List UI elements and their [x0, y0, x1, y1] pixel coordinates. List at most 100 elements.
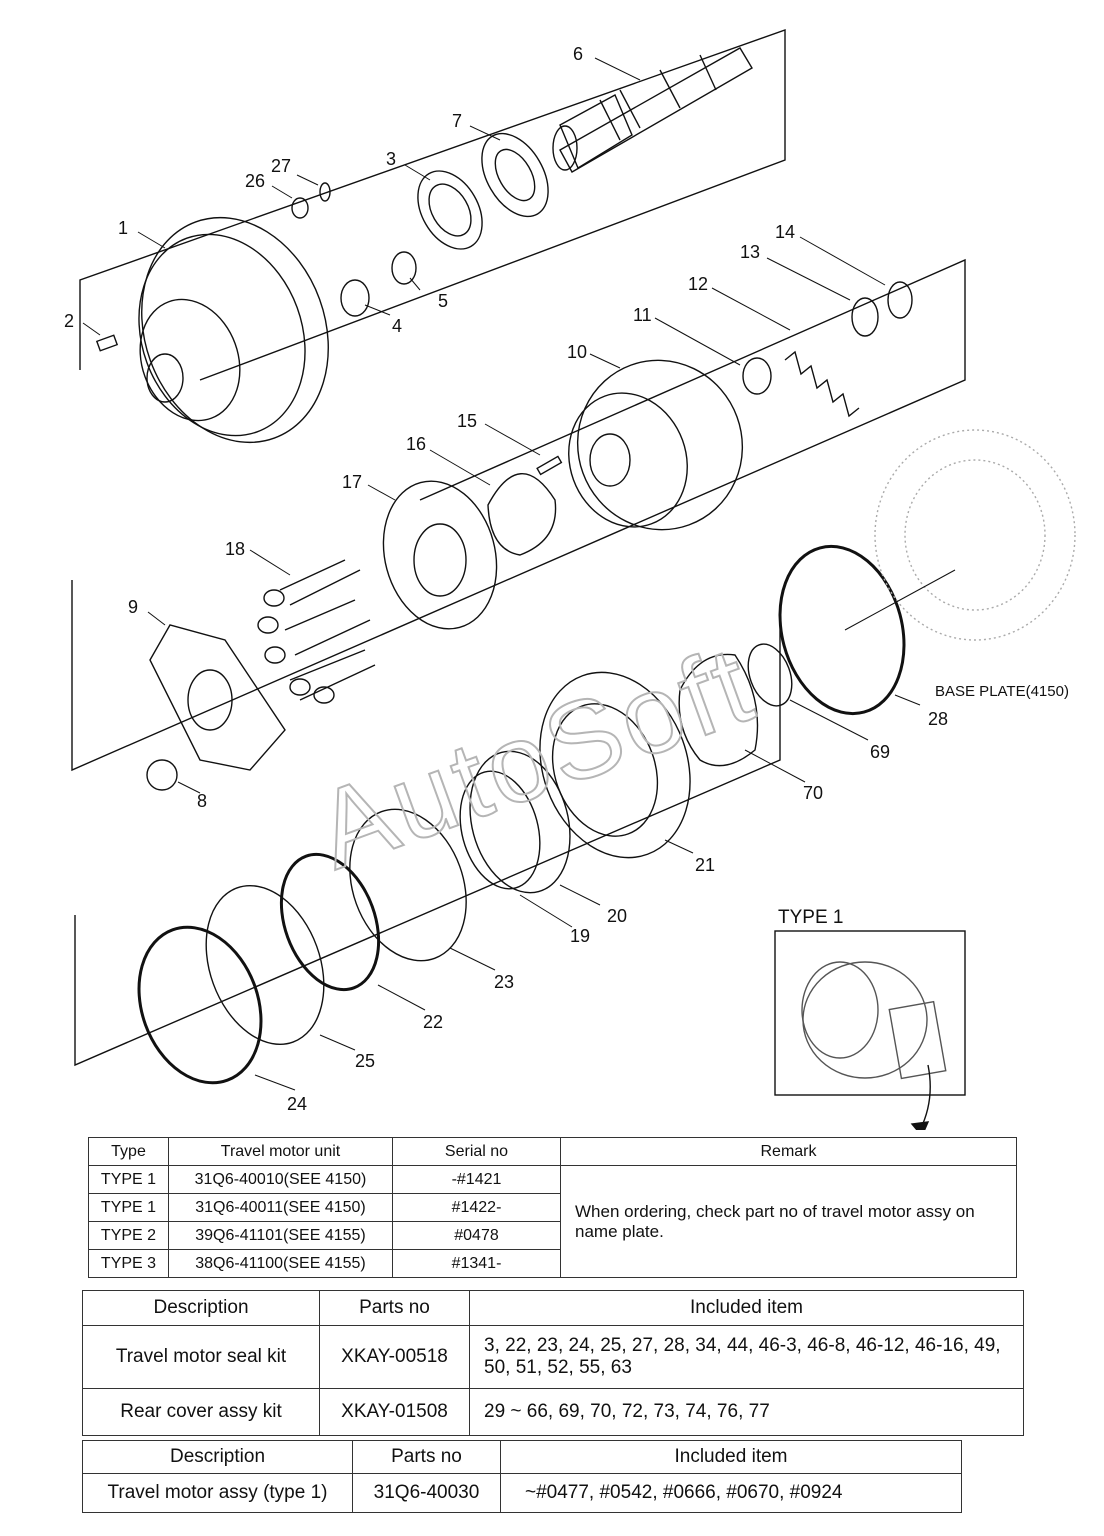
cell-parts-no: 31Q6-40030	[352, 1473, 501, 1513]
table-header-row: Type Travel motor unit Serial no Remark	[88, 1137, 1017, 1166]
part-9-swash-plate	[149, 624, 286, 771]
part-22-o-ring	[279, 852, 381, 992]
part-2-plug	[95, 334, 119, 352]
part-69-bearing	[747, 643, 793, 707]
callout-16: 16	[406, 434, 426, 454]
part-4-bushing	[340, 279, 370, 317]
part-14-snap-ring	[887, 281, 913, 319]
type-1-inset-box	[774, 930, 966, 1096]
callout-26: 26	[245, 171, 265, 191]
callout-14: 14	[775, 222, 795, 242]
header-included-item: Included item	[500, 1440, 962, 1474]
table-header-row: Description Parts no Included item	[82, 1290, 1024, 1326]
callout-2: 2	[64, 311, 74, 331]
header-travel-motor-unit: Travel motor unit	[168, 1137, 393, 1166]
callout-8: 8	[197, 791, 207, 811]
table-row: TYPE 1 31Q6-40011(SEE 4150) #1422-	[88, 1193, 1017, 1222]
callout-23: 23	[494, 972, 514, 992]
cell-description: Rear cover assy kit	[82, 1388, 320, 1436]
part-8-ball	[146, 759, 178, 791]
assy-table: Description Parts no Included item Trave…	[82, 1440, 962, 1513]
callout-20: 20	[607, 906, 627, 926]
cell-parts-no: XKAY-01508	[319, 1388, 470, 1436]
header-parts-no: Parts no	[352, 1440, 501, 1474]
header-included-item: Included item	[469, 1290, 1024, 1326]
callout-69: 69	[870, 742, 890, 762]
part-24-o-ring	[137, 925, 263, 1085]
table-row: Travel motor seal kit XKAY-00518 3, 22, …	[82, 1325, 1024, 1389]
callout-1: 1	[118, 218, 128, 238]
part-17-retainer-plate	[382, 480, 498, 630]
part-27-o-ring	[319, 182, 331, 202]
part-18-pistons	[257, 559, 376, 704]
callout-15: 15	[457, 411, 477, 431]
header-type: Type	[88, 1137, 169, 1166]
callout-27: 27	[271, 156, 291, 176]
cell-type: TYPE 2	[88, 1221, 169, 1250]
travel-motor-type-table: Type Travel motor unit Serial no Remark …	[88, 1137, 1017, 1278]
part-23-seal	[349, 808, 467, 962]
cell-included-item: 3, 22, 23, 24, 25, 27, 28, 34, 44, 46-3,…	[469, 1325, 1024, 1389]
callout-9: 9	[128, 597, 138, 617]
plate-outline-top	[79, 29, 786, 381]
callout-labels: 6 7 3 27 26 1 2 4 5 10 11 12 13 14 15 16…	[64, 44, 948, 1114]
callout-7: 7	[452, 111, 462, 131]
table-header-row: Description Parts no Included item	[82, 1440, 962, 1474]
cell-type: TYPE 3	[88, 1249, 169, 1278]
part-26-bushing	[291, 197, 309, 219]
header-description: Description	[82, 1440, 353, 1474]
cell-unit: 31Q6-40010(SEE 4150)	[168, 1165, 393, 1194]
callout-12: 12	[688, 274, 708, 294]
callout-17: 17	[342, 472, 362, 492]
part-25-seal	[205, 884, 325, 1046]
callout-13: 13	[740, 242, 760, 262]
header-parts-no: Parts no	[319, 1290, 470, 1326]
callout-11: 11	[633, 305, 652, 325]
callout-25: 25	[355, 1051, 375, 1071]
part-13-washer	[851, 297, 879, 337]
cell-unit: 38Q6-41100(SEE 4155)	[168, 1249, 393, 1278]
part-10-cylinder-block	[568, 359, 744, 531]
cell-serial: -#1421	[392, 1165, 561, 1194]
callout-24: 24	[287, 1094, 307, 1114]
cell-serial: #0478	[392, 1221, 561, 1250]
exploded-parts-diagram: AutoSoft 6 7 3 27 26 1 2 4 5 10 11 12 13…	[64, 29, 1076, 1130]
cell-remark: When ordering, check part no of travel m…	[560, 1165, 1017, 1278]
part-1-housing	[138, 216, 329, 444]
type-1-motor-photo	[801, 961, 947, 1080]
part-20-plate	[469, 750, 571, 894]
table-row: Travel motor assy (type 1) 31Q6-40030 ~#…	[82, 1473, 962, 1513]
watermark: AutoSoft	[301, 622, 770, 893]
part-19-snap-ring	[459, 770, 541, 890]
cell-included-item: ~#0477, #0542, #0666, #0670, #0924	[500, 1473, 962, 1513]
cell-description: Travel motor seal kit	[82, 1325, 320, 1389]
callout-70: 70	[803, 783, 823, 803]
table-row: TYPE 3 38Q6-41100(SEE 4155) #1341-	[88, 1249, 1017, 1278]
header-remark: Remark	[560, 1137, 1017, 1166]
cell-type: TYPE 1	[88, 1165, 169, 1194]
cell-included-item: 29 ~ 66, 69, 70, 72, 73, 74, 76, 77	[469, 1388, 1024, 1436]
part-11-washer	[742, 357, 772, 395]
plate-outline-middle	[71, 258, 966, 772]
callout-22: 22	[423, 1012, 443, 1032]
base-plate-label: BASE PLATE(4150)	[935, 683, 1069, 700]
part-15-pin	[536, 455, 563, 476]
cell-parts-no: XKAY-00518	[319, 1325, 470, 1389]
cell-type: TYPE 1	[88, 1193, 169, 1222]
callout-21: 21	[695, 855, 715, 875]
cell-description: Travel motor assy (type 1)	[82, 1473, 353, 1513]
callout-3: 3	[386, 149, 396, 169]
part-12-spring	[784, 350, 860, 418]
table-row: TYPE 2 39Q6-41101(SEE 4155) #0478	[88, 1221, 1017, 1250]
part-28-o-ring	[778, 544, 906, 716]
header-serial-no: Serial no	[392, 1137, 561, 1166]
cell-serial: #1341-	[392, 1249, 561, 1278]
header-description: Description	[82, 1290, 320, 1326]
callout-18: 18	[225, 539, 245, 559]
part-6-shaft	[552, 47, 753, 173]
callout-10: 10	[567, 342, 587, 362]
cell-unit: 31Q6-40011(SEE 4150)	[168, 1193, 393, 1222]
callout-4: 4	[392, 316, 402, 336]
callout-28-label: 28	[928, 709, 948, 729]
callout-6: 6	[573, 44, 583, 64]
